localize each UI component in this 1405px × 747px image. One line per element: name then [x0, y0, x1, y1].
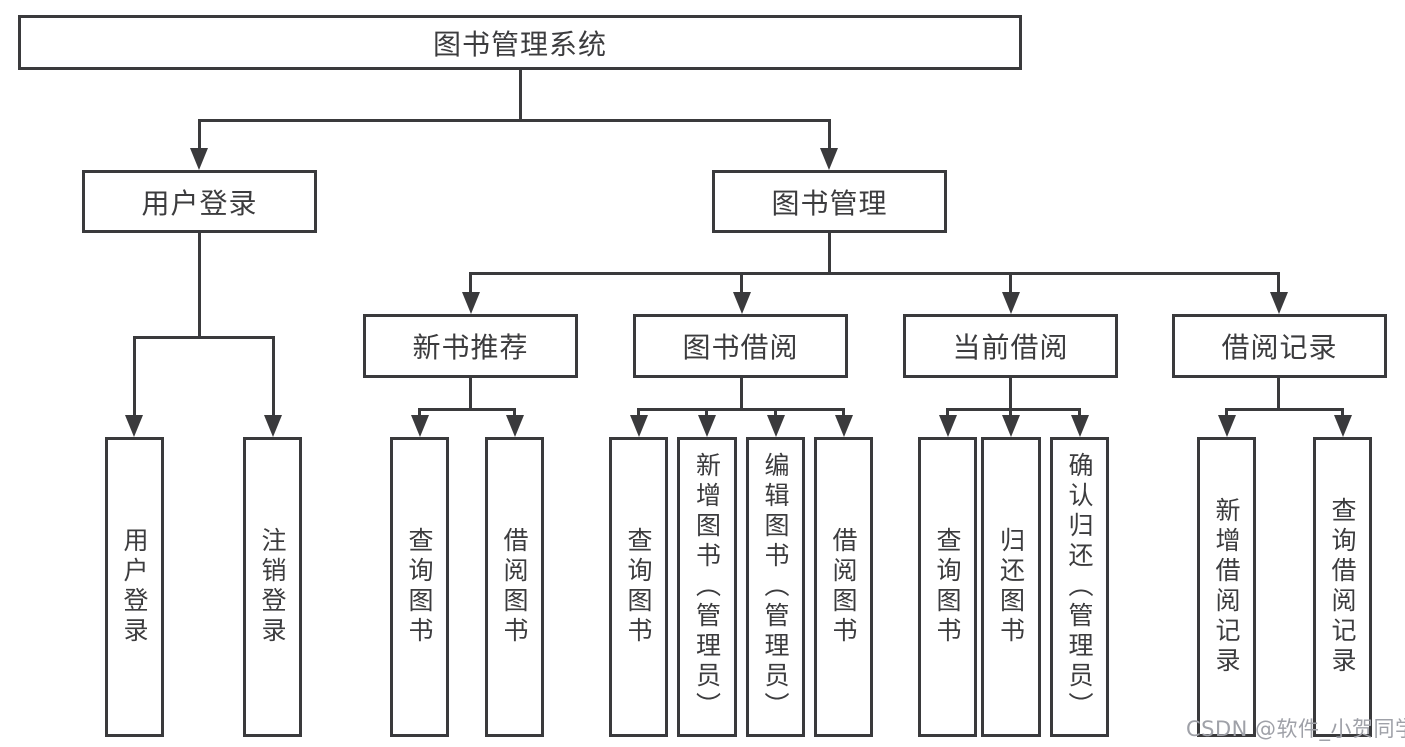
connector-current-borrow-rail — [946, 408, 1081, 411]
leaf-user-login-label: 用户登录 — [120, 527, 149, 647]
arrow-to-query-book-3-icon — [939, 415, 957, 437]
connector-to-add-book-stem — [705, 408, 708, 416]
leaf-query-book-1-label: 查询图书 — [405, 527, 434, 647]
leaf-borrow-book-1-label: 借阅图书 — [500, 527, 529, 647]
node-current-borrow-label: 当前借阅 — [952, 331, 1069, 364]
connector-to-confirm-return-stem — [1078, 408, 1081, 416]
connector-book-borrow-stem — [740, 378, 743, 408]
node-book-management-label: 图书管理 — [771, 186, 888, 220]
node-borrow-records: 借阅记录 — [1172, 314, 1387, 378]
connector-to-current-borrow-stem — [1009, 272, 1012, 293]
arrow-to-leaf-user-login-icon — [125, 415, 143, 437]
connector-book-mgmt-stem — [828, 233, 831, 272]
connector-new-book-rec-rail — [418, 408, 516, 411]
connector-to-query-book-1-stem — [418, 408, 421, 416]
connector-to-return-book-stem — [1009, 408, 1012, 416]
arrow-to-query-borrow-record-icon — [1334, 415, 1352, 437]
arrow-to-book-mgmt-icon — [820, 148, 838, 170]
connector-book-borrow-rail — [637, 408, 845, 411]
leaf-borrow-book-2-label: 借阅图书 — [829, 527, 858, 647]
connector-new-book-rec-stem — [469, 378, 472, 408]
connector-book-mgmt-rail — [469, 272, 1280, 275]
leaf-logout: 注销登录 — [243, 437, 302, 737]
connector-user-login-stem — [198, 233, 201, 336]
arrow-to-user-login-icon — [190, 148, 208, 170]
leaf-query-book-2: 查询图书 — [609, 437, 668, 737]
node-new-book-recommend: 新书推荐 — [363, 314, 578, 378]
connector-to-query-book-3-stem — [946, 408, 949, 416]
connector-to-borrow-book-2-stem — [842, 408, 845, 416]
leaf-add-borrow-record: 新增借阅记录 — [1197, 437, 1256, 737]
node-current-borrow: 当前借阅 — [903, 314, 1118, 378]
leaf-add-book-label: 新增图书（管理员） — [692, 452, 722, 722]
csdn-watermark: CSDN @软件_小贺同学 — [1186, 717, 1405, 741]
node-book-management: 图书管理 — [712, 170, 947, 233]
arrow-to-add-borrow-record-icon — [1218, 415, 1236, 437]
connector-borrow-records-rail — [1225, 408, 1344, 411]
connector-to-edit-book-stem — [774, 408, 777, 416]
connector-to-borrow-book-1-stem — [513, 408, 516, 416]
arrow-to-borrow-records-icon — [1270, 292, 1288, 314]
leaf-query-borrow-record: 查询借阅记录 — [1313, 437, 1372, 737]
connector-current-borrow-stem — [1009, 378, 1012, 408]
leaf-query-book-2-label: 查询图书 — [624, 527, 653, 647]
node-book-borrow-label: 图书借阅 — [682, 331, 799, 364]
leaf-confirm-return: 确认归还（管理员） — [1050, 437, 1109, 737]
leaf-return-book-label: 归还图书 — [996, 527, 1026, 647]
arrow-to-borrow-book-1-icon — [506, 415, 524, 437]
leaf-query-book-3-label: 查询图书 — [933, 527, 962, 647]
arrow-to-return-book-icon — [1002, 415, 1020, 437]
leaf-add-book: 新增图书（管理员） — [677, 437, 737, 737]
connector-to-add-borrow-record-stem — [1225, 408, 1228, 416]
arrow-to-confirm-return-icon — [1071, 415, 1089, 437]
node-root-label: 图书管理系统 — [432, 27, 607, 61]
leaf-query-borrow-record-label: 查询借阅记录 — [1328, 497, 1357, 677]
connector-user-login-rail — [133, 336, 274, 339]
leaf-borrow-book-1: 借阅图书 — [485, 437, 544, 737]
leaf-confirm-return-label: 确认归还（管理员） — [1065, 452, 1094, 722]
connector-root-rail — [198, 119, 831, 122]
arrow-to-add-book-icon — [698, 415, 716, 437]
arrow-to-leaf-logout-icon — [264, 415, 282, 437]
node-book-borrow: 图书借阅 — [633, 314, 848, 378]
arrow-to-book-borrow-icon — [733, 292, 751, 314]
leaf-query-book-1: 查询图书 — [390, 437, 449, 737]
connector-to-leaf-user-login-stem — [133, 336, 136, 416]
arrow-to-new-book-rec-icon — [462, 292, 480, 314]
connector-to-query-borrow-record-stem — [1341, 408, 1344, 416]
node-user-login-label: 用户登录 — [141, 186, 258, 220]
leaf-logout-label: 注销登录 — [258, 527, 287, 647]
node-new-book-recommend-label: 新书推荐 — [412, 331, 529, 364]
leaf-query-book-3: 查询图书 — [918, 437, 977, 737]
leaf-add-borrow-record-label: 新增借阅记录 — [1212, 497, 1241, 677]
connector-root-stem — [519, 70, 522, 119]
connector-to-new-book-rec-stem — [469, 272, 472, 293]
leaf-edit-book: 编辑图书（管理员） — [746, 437, 805, 737]
arrow-to-query-book-1-icon — [411, 415, 429, 437]
arrow-to-query-book-2-icon — [630, 415, 648, 437]
node-borrow-records-label: 借阅记录 — [1221, 331, 1338, 364]
arrow-to-edit-book-icon — [767, 415, 785, 437]
connector-to-book-borrow-stem — [740, 272, 743, 293]
connector-borrow-records-stem — [1277, 378, 1280, 408]
leaf-user-login: 用户登录 — [105, 437, 164, 737]
leaf-borrow-book-2: 借阅图书 — [814, 437, 873, 737]
connector-to-borrow-records-stem — [1277, 272, 1280, 293]
connector-to-user-login-stem — [198, 119, 201, 149]
connector-to-book-mgmt-stem — [828, 119, 831, 149]
arrow-to-current-borrow-icon — [1002, 292, 1020, 314]
connector-to-leaf-logout-stem — [272, 336, 275, 416]
arrow-to-borrow-book-2-icon — [835, 415, 853, 437]
connector-to-query-book-2-stem — [637, 408, 640, 416]
node-root: 图书管理系统 — [18, 15, 1022, 70]
node-user-login: 用户登录 — [82, 170, 317, 233]
leaf-return-book: 归还图书 — [981, 437, 1041, 737]
leaf-edit-book-label: 编辑图书（管理员） — [761, 452, 790, 722]
